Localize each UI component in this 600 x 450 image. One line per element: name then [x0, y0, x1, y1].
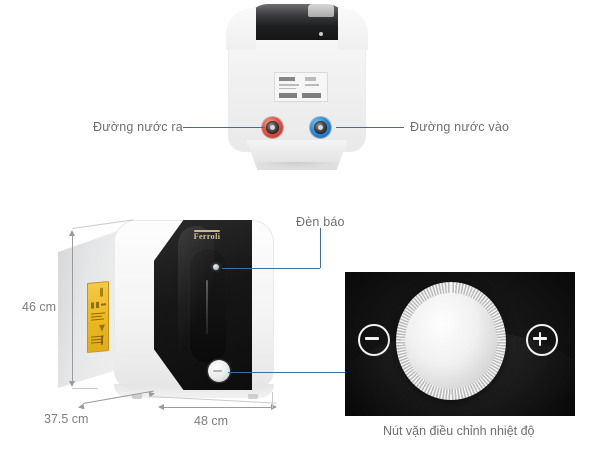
body-wing-left	[226, 8, 256, 50]
leader-line-inlet	[336, 127, 404, 128]
brand-logo-ferroli: Ferroli	[186, 230, 228, 241]
dimension-arrow-height-top	[68, 230, 75, 236]
temperature-knob-closeup[interactable]	[396, 282, 506, 400]
port-core	[318, 125, 323, 130]
logo-bar	[194, 230, 220, 232]
fascia-slot	[206, 280, 208, 334]
fascia-recess-channel	[188, 248, 226, 364]
dimension-line-height	[72, 235, 73, 381]
cold-water-inlet-port	[310, 117, 331, 138]
leader-line-outlet	[183, 127, 265, 128]
heater-foot-right	[248, 394, 258, 399]
warning-label-sticker	[87, 281, 109, 353]
dimension-guide-bottom	[72, 388, 98, 389]
indicator-light	[213, 264, 219, 270]
knob-indicator-mark	[213, 370, 222, 372]
dimension-arrow-width-right	[271, 403, 277, 410]
drop-shadow	[252, 162, 342, 169]
dimension-label-depth: 37.5 cm	[44, 412, 89, 426]
knob-detail-panel	[345, 272, 575, 416]
brand-logo-text: Ferroli	[193, 232, 221, 242]
annotation-water-inlet: Đường nước vào	[410, 120, 510, 134]
knob-face	[405, 293, 497, 389]
body-wing-right	[338, 8, 368, 50]
dimension-arrow-depth-left	[77, 403, 85, 411]
annotation-indicator-light: Đèn báo	[296, 215, 345, 229]
detail-panel-caption: Nút vặn điều chỉnh nhiệt độ	[383, 424, 535, 438]
dimension-arrow-width-left	[158, 403, 164, 410]
heater-foot-left	[132, 394, 142, 399]
annotation-water-outlet: Đường nước ra	[93, 120, 183, 134]
dimension-label-height: 46 cm	[22, 300, 57, 314]
product-perspective-view: Ferroli	[58, 212, 283, 412]
spec-sticker	[274, 72, 328, 102]
band-screw-icon	[319, 32, 323, 36]
hot-water-outlet-port	[262, 117, 283, 138]
dimension-arrow-height-bottom	[68, 381, 75, 387]
leader-line-temperature-knob	[228, 372, 348, 373]
plus-circle-icon	[526, 324, 558, 356]
heater-bottom-lip	[246, 140, 348, 170]
product-bottom-view	[222, 2, 372, 170]
dimension-guide-right	[272, 392, 273, 408]
temperature-knob[interactable]	[208, 360, 230, 382]
port-core	[270, 125, 275, 130]
band-tab	[308, 4, 334, 17]
dimension-line-width	[163, 407, 273, 408]
leader-line-indicator-vertical	[320, 228, 321, 268]
minus-circle-icon	[358, 324, 390, 356]
leader-line-indicator-light	[222, 268, 320, 269]
heater-dark-band	[246, 4, 348, 40]
dimension-label-width: 48 cm	[194, 414, 229, 428]
